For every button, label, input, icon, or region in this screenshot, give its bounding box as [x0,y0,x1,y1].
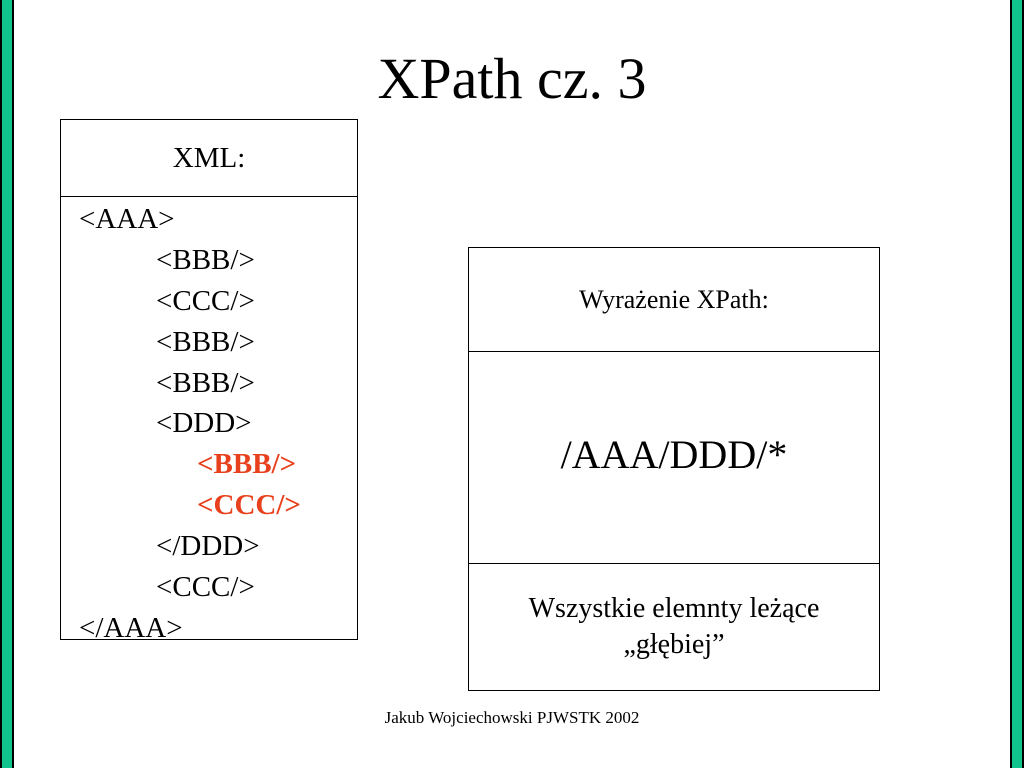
xml-line: <BBB/> [156,325,255,358]
xml-code-listing: <AAA> <BBB/> <CCC/> <BBB/> <BBB/> <DDD> <BBB/>… [61,197,357,649]
slide-footer: Jakub Wojciechowski PJWSTK 2002 [384,708,640,727]
slide-title: XPath cz. 3 [377,46,647,111]
right-accent-bar [1010,0,1024,768]
xpath-panel-header: Wyrażenie XPath: [469,248,879,352]
xml-line: <BBB/> [156,366,255,399]
xml-panel: XML: <AAA> <BBB/> <CCC/> <BBB/> <BBB/> <DDD> <… [60,119,358,644]
xpath-expression: /AAA/DDD/* [469,352,879,564]
xml-line-highlighted: <CCC/> [197,489,301,522]
xml-line: </AAA> [79,611,183,644]
xpath-description-line-1: Wszystkie elemnty leżące [528,593,820,624]
xpath-description-line-2: „głębiej” [623,629,725,660]
xml-line: </DDD> [156,530,260,563]
xml-line: <DDD> [156,407,252,440]
left-accent-bar [0,0,14,768]
xpath-description: Wszystkie elemnty leżące „głębiej” [469,564,879,690]
xml-panel-header: XML: [61,120,357,197]
xml-line-highlighted: <BBB/> [197,448,297,481]
xml-line: <CCC/> [156,284,255,317]
xpath-panel: Wyrażenie XPath: /AAA/DDD/* Wszystkie el… [468,247,880,691]
xml-line: <AAA> [79,203,175,235]
xml-line: <CCC/> [156,571,255,604]
xml-line: <BBB/> [156,243,255,276]
